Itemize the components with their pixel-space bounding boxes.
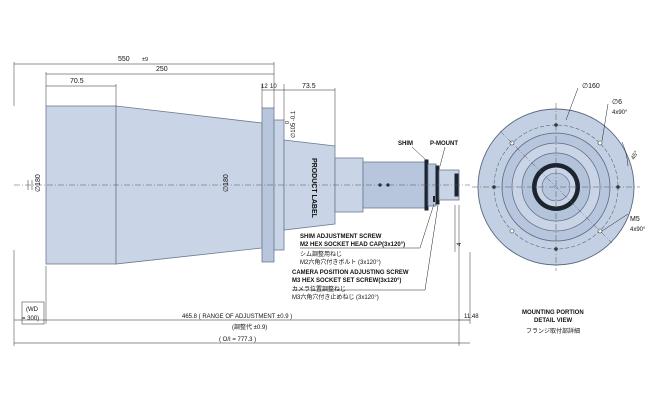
dia-6-leader: [601, 103, 609, 142]
angle-arc: [621, 141, 629, 167]
label-p-mount: P-MOUNT: [430, 141, 458, 147]
dim-overall-suffix: ±9: [142, 57, 148, 63]
top-dimensions: [13, 62, 336, 146]
shim-screw-jp-1: シム調整用ねじ: [300, 250, 342, 258]
shim-screw-line-1: SHIM ADJUSTMENT SCREW: [300, 234, 382, 240]
detail-dia-6: ∅6: [612, 99, 622, 106]
dim-73-5: 73.5: [302, 83, 316, 90]
dia-160-leader: [565, 87, 579, 121]
screw-annotations: [292, 203, 439, 291]
cam-screw-jp-1: カメラ位置調整ねじ: [292, 285, 346, 293]
detail-view: [472, 87, 640, 271]
detail-title-jp: フランジ取付部詳細: [526, 327, 580, 335]
dim-overall-length: 550: [118, 56, 130, 63]
shim-screw-jp-2: M2六角穴付きボルト (3x120°): [300, 258, 381, 266]
dim-10: 10: [270, 84, 277, 90]
cam-screw-line-2: M3 HEX SOCKET SET SCREW(3x120°): [292, 278, 401, 284]
dim-oi: ( O/I = 777.3 ): [219, 337, 256, 343]
m5-leader: [601, 213, 629, 232]
dim-70-5: 70.5: [70, 78, 84, 85]
rear-body: [283, 139, 336, 231]
cam-screw-jp-2: M3六角穴付き止めねじ (3x120°): [292, 293, 379, 301]
shim-screw-line-2: M2 HEX SOCKET HEAD CAP(3x120°): [300, 242, 405, 248]
detail-dia-160: ∅160: [582, 83, 600, 90]
dim-wd-value: = 300): [22, 316, 39, 322]
dim-range-adjustment: 465.8 ( RANGE OF ADJUSTMENT ±0.9 ): [182, 314, 292, 320]
detail-center-diag: [499, 130, 613, 244]
mount-hole: [597, 140, 603, 146]
detail-angle: 45°: [631, 150, 641, 161]
mount-hole: [509, 228, 515, 234]
dim-range-jp: (調整代 ±0.9): [232, 323, 267, 331]
shim-leader: [411, 146, 427, 161]
dim-wd: (WD: [26, 307, 39, 313]
detail-dia-6-count: 4x90°: [612, 110, 628, 116]
cam-screw-line-1: CAMERA POSITION ADJUSTING SCREW: [292, 270, 409, 276]
p-mount-leader: [439, 146, 446, 167]
detail-m5: M5: [630, 216, 640, 223]
dim-4: 4: [457, 242, 463, 246]
screw-mark: [433, 196, 435, 202]
dim-dia-mount: ∅105 -0.1: [290, 110, 297, 138]
dim-dia-rear: ∅180: [223, 174, 230, 192]
dim-12: 12: [261, 84, 268, 90]
detail-title-2: DETAIL VIEW: [534, 318, 572, 324]
product-label: PRODUCT LABEL: [310, 158, 317, 219]
detail-title-1: MOUNTING PORTION: [522, 310, 584, 316]
lens-side-view: [14, 105, 470, 265]
dim-dia-front: ∅180: [35, 174, 42, 192]
dim-11-48: 11.48: [464, 314, 479, 320]
dim-250: 250: [156, 66, 168, 73]
detail-m5-count: 4x90°: [630, 227, 646, 233]
bottom-dimensions: [13, 250, 471, 346]
label-shim: SHIM: [398, 141, 413, 147]
dim-dia-mount-tol: 0: [285, 121, 291, 124]
